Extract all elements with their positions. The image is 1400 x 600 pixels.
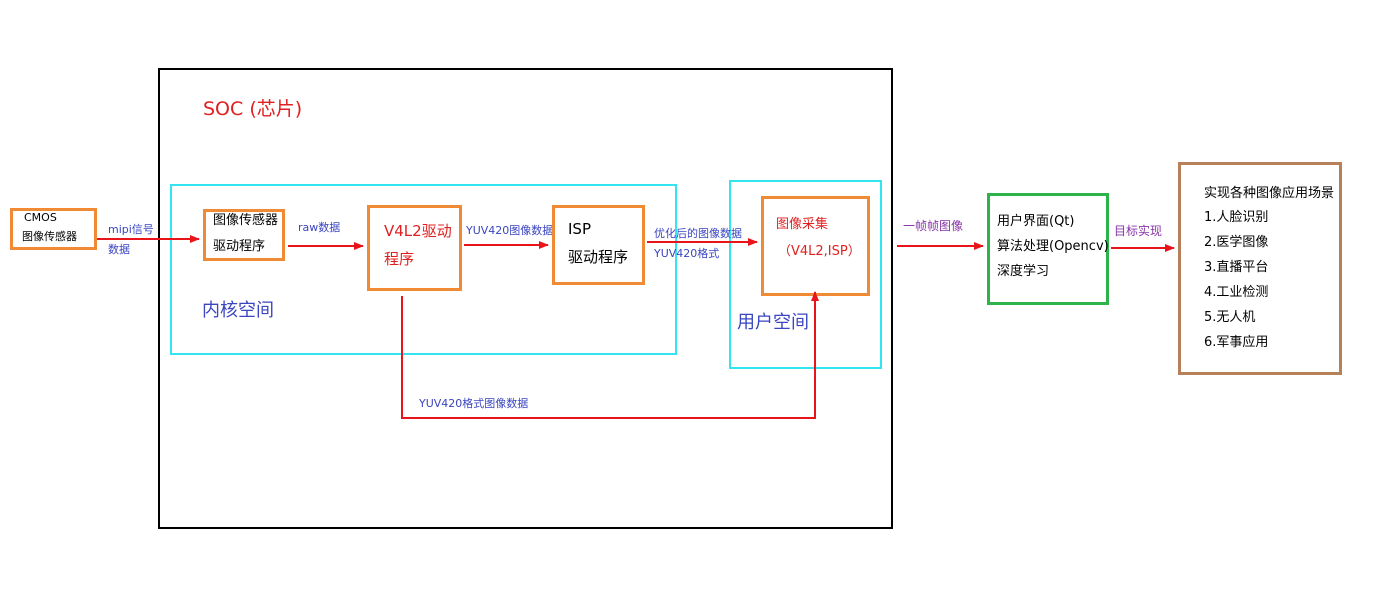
scenarios-title: 实现各种图像应用场景 <box>1204 186 1335 201</box>
cmos-sensor-box <box>10 208 97 250</box>
scenario-item: 2.医学图像 <box>1204 235 1269 250</box>
sensor-driver-line2: 驱动程序 <box>213 239 266 254</box>
v4l2-driver-box <box>367 205 462 291</box>
bottom-path-label: YUV420格式图像数据 <box>419 397 529 410</box>
scenario-item: 5.无人机 <box>1204 310 1256 325</box>
cmos-line2: 图像传感器 <box>22 230 77 243</box>
user-space-label: 用户空间 <box>737 312 809 333</box>
scenario-item: 6.军事应用 <box>1204 335 1269 350</box>
sensor-driver-box <box>203 209 285 261</box>
soc-box <box>158 68 893 529</box>
sensor-driver-line1: 图像传感器 <box>213 213 279 228</box>
optimized-label-line1: 优化后的图像数据 <box>654 227 742 240</box>
capture-line1: 图像采集 <box>776 217 829 232</box>
app-line3: 深度学习 <box>997 264 1050 279</box>
optimized-label-line2: YUV420格式 <box>654 247 720 260</box>
scenario-item: 4.工业检测 <box>1204 285 1269 300</box>
v4l2-driver-line1: V4L2驱动 <box>384 222 452 240</box>
raw-label: raw数据 <box>298 221 341 234</box>
mipi-label-line2: 数据 <box>108 243 130 256</box>
isp-driver-box <box>552 205 645 285</box>
cmos-line1: CMOS <box>24 211 57 224</box>
isp-driver-line2: 驱动程序 <box>568 248 629 266</box>
v4l2-driver-line2: 程序 <box>384 250 415 268</box>
mipi-label-line1: mipi信号 <box>108 223 154 236</box>
app-line2: 算法处理(Opencv) <box>997 239 1109 254</box>
arrow-v4l2-to-capture-bottom <box>401 291 819 419</box>
goal-label: 目标实现 <box>1114 224 1163 238</box>
application-box <box>987 193 1109 305</box>
kernel-space-label: 内核空间 <box>202 300 274 321</box>
scenario-item: 3.直播平台 <box>1204 260 1269 275</box>
frames-label: 一帧帧图像 <box>903 219 964 233</box>
kernel-space-box <box>170 184 677 355</box>
capture-line2: （V4L2,ISP） <box>778 244 861 259</box>
isp-driver-line1: ISP <box>568 220 591 238</box>
soc-label: SOC (芯片) <box>203 98 303 120</box>
yuv420-label: YUV420图像数据 <box>466 224 554 237</box>
app-line1: 用户界面(Qt) <box>997 214 1075 229</box>
user-space-box <box>729 180 882 369</box>
scenarios-box <box>1178 162 1342 375</box>
scenario-item: 1.人脸识别 <box>1204 210 1269 225</box>
